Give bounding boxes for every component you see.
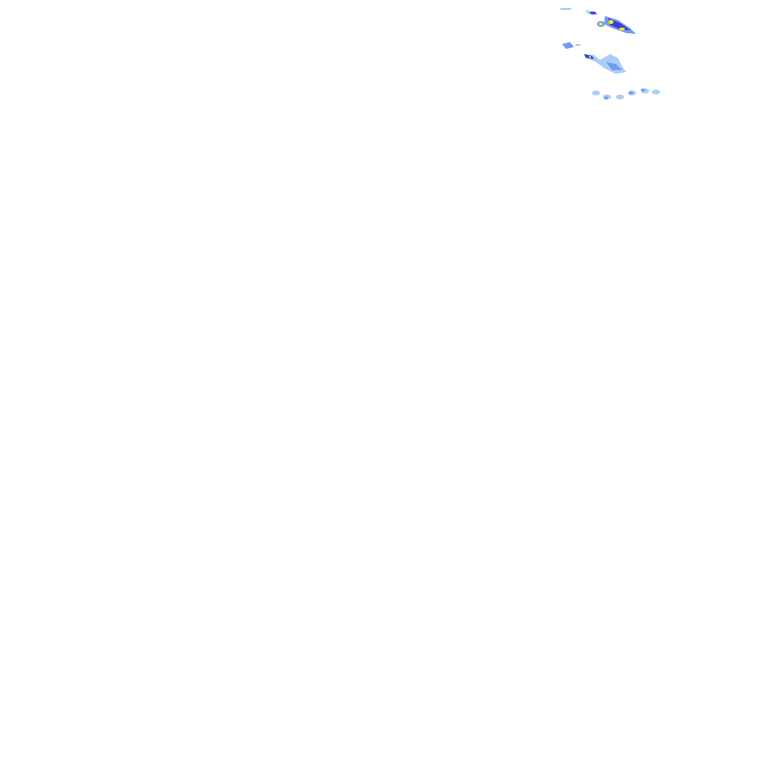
radar-echo-core [599,22,603,26]
radar-echo [629,91,633,95]
radar-echo-core [608,20,614,24]
radar-echo [575,44,581,46]
radar-echo-core [619,27,625,31]
radar-echo [652,89,660,95]
radar-echo [641,88,645,92]
radar-echo [590,11,596,15]
radar-echo [592,90,600,96]
radar-echo [562,42,574,49]
radar-echo [616,94,624,100]
radar-echo [604,96,608,100]
radar-echo [608,18,630,30]
radar-echo [584,54,594,59]
radar-echo [606,62,622,70]
radar-echo-core [589,56,591,58]
radar-echo [560,8,572,10]
